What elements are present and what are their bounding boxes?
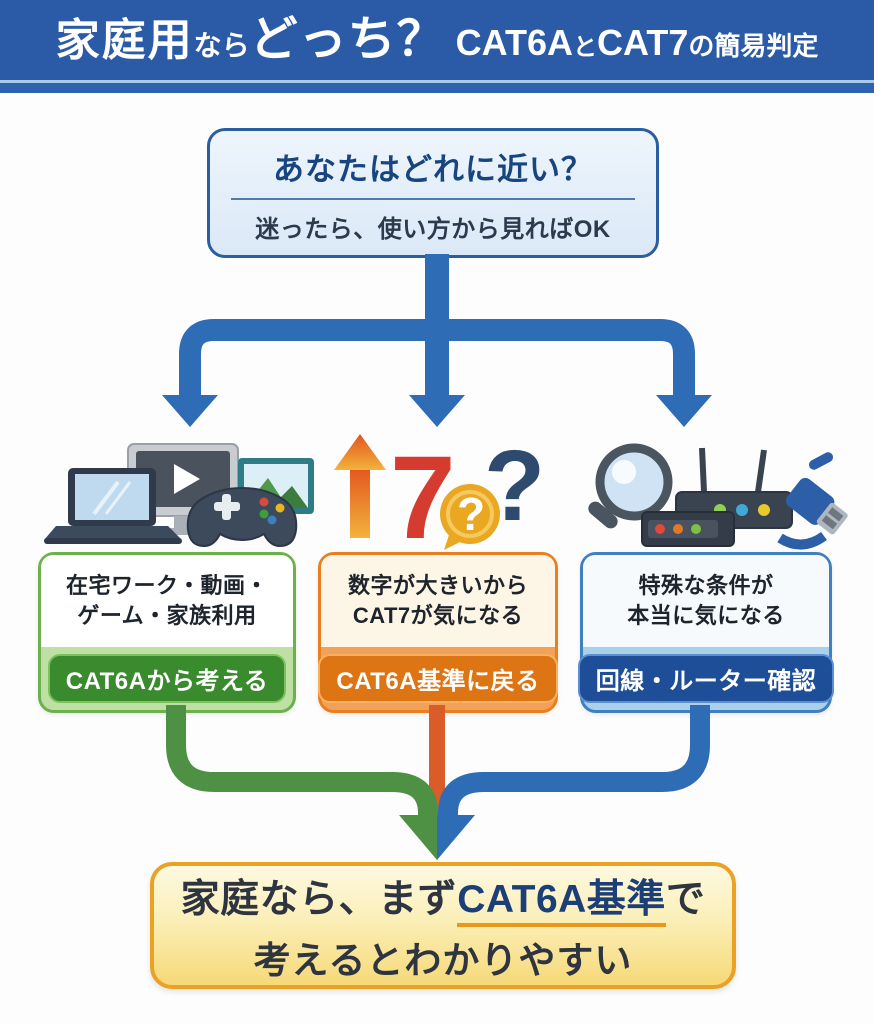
title-segment: なら (193, 30, 250, 61)
choice-box-special-conditions: 特殊な条件が 本当に気になる 回線・ルーター確認 (577, 552, 835, 713)
conclusion-line1: 家庭なら、まずCAT6A基準で (180, 868, 706, 927)
header-footer-bar (0, 83, 874, 93)
merged-arrow-down-icon (399, 815, 437, 860)
choice-action-area: CAT6A基準に戻る (318, 647, 558, 710)
choice-box-bigger-number: 数字が大きいから CAT7が気になる CAT6A基準に戻る (318, 552, 558, 713)
action-label-cat6a: CAT6Aから考える (47, 654, 287, 703)
merged-arrow-down-icon (437, 815, 475, 860)
choice-line: ゲーム・家族利用 (77, 603, 257, 628)
question-title: あなたはどれに近い？ (273, 152, 593, 187)
page-title: 家庭用 なら どっち？ CAT6A と CAT7 の簡易判定 (0, 0, 874, 80)
choice-description: 在宅ワーク・動画・ ゲーム・家族利用 (41, 555, 293, 647)
conclusion-line2: 考えるとわかりやすい (253, 939, 633, 981)
title-segment: 家庭用 (55, 16, 194, 65)
conclusion-highlight: CAT6A基準 (457, 877, 666, 927)
choice-line: 数字が大きいから (347, 573, 528, 599)
router-icon (641, 447, 793, 547)
header-accent-stripe (0, 80, 874, 83)
title-segment: の簡易判定 (688, 31, 819, 61)
conclusion-pre: 家庭なら、まず (180, 877, 458, 921)
title-segment: CAT6A (455, 22, 573, 63)
header-banner: 家庭用 なら どっち？ CAT6A と CAT7 の簡易判定 (0, 0, 874, 93)
question-subtitle: 迷ったら、使い方から見ればOK (255, 216, 611, 243)
question-box: あなたはどれに近い？ 迷ったら、使い方から見ればOK (207, 128, 659, 258)
arrow-down-icon (409, 395, 465, 427)
conclusion-post: で (665, 877, 706, 921)
title-segment: どっち？ (249, 13, 446, 66)
choice-action-area: 回線・ルーター確認 (577, 647, 835, 710)
choice-line: 本当に気になる (627, 603, 785, 628)
question-bubble-icon: ? (440, 484, 500, 550)
magnifier-icon (588, 443, 673, 529)
lan-connector-icon (777, 452, 848, 550)
choice-description: 特殊な条件が 本当に気になる (583, 555, 829, 647)
conclusion-box: 家庭なら、まずCAT6A基準で 考えるとわかりやすい (150, 862, 736, 989)
action-label-back-to-cat6a: CAT6A基準に戻る (318, 654, 558, 703)
title-segment: CAT7 (597, 22, 689, 63)
action-label-check-router: 回線・ルーター確認 (577, 654, 835, 703)
number-7-icon: 7 (390, 432, 456, 556)
choice-box-home-use: 在宅ワーク・動画・ ゲーム・家族利用 CAT6Aから考える (38, 552, 296, 713)
choice-line: CAT7が気になる (352, 603, 524, 628)
game-controller-icon (186, 486, 298, 548)
choice-action-area: CAT6Aから考える (41, 647, 293, 710)
branch-arrows (162, 254, 712, 427)
bigger-number-icons: 7 ? ? (334, 430, 545, 556)
svg-text:?: ? (457, 488, 485, 540)
divider (231, 198, 635, 200)
merge-arrows (166, 705, 710, 860)
arrow-down-icon (656, 395, 712, 427)
up-arrow-icon (334, 434, 386, 538)
special-conditions-icons (588, 443, 848, 550)
home-use-icons (44, 443, 314, 548)
choice-line: 特殊な条件が (638, 573, 774, 599)
choice-description: 数字が大きいから CAT7が気になる (321, 555, 555, 647)
choice-line: 在宅ワーク・動画・ (65, 573, 269, 599)
arrow-down-icon (162, 395, 218, 427)
title-segment: と (573, 34, 597, 61)
laptop-icon (44, 468, 182, 544)
